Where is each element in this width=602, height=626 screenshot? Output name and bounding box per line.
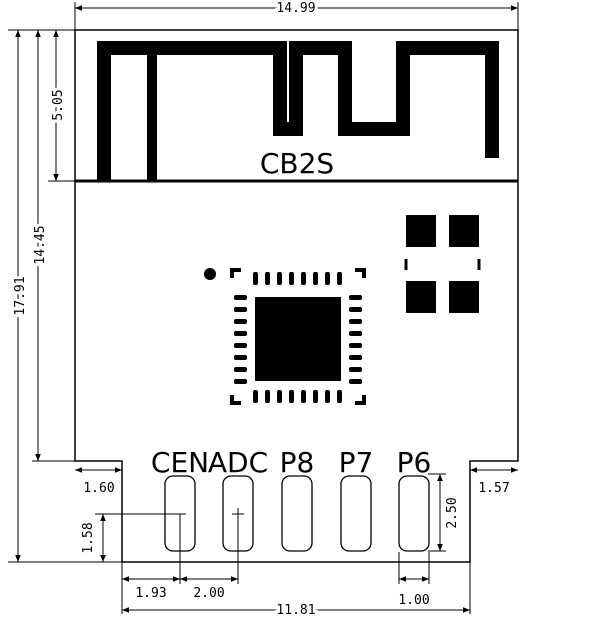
dim-pad-width: 1.00: [398, 593, 429, 608]
chip-pin: [234, 319, 247, 324]
dim-right-notch: 1.57: [478, 481, 509, 496]
chip-pin: [349, 355, 362, 360]
dim-first-pad-x: 1.93: [135, 586, 166, 601]
chip-pin: [301, 390, 306, 403]
pad-p8: [281, 475, 313, 552]
chip-pin: [234, 379, 247, 384]
pin-label-cen: CEN: [151, 446, 209, 479]
chip-pin: [234, 307, 247, 312]
chip-pin: [313, 390, 318, 403]
chip-pin: [277, 272, 282, 285]
chip-pin: [265, 272, 270, 285]
pad-p6: [398, 475, 430, 552]
chip-pin: [349, 295, 362, 300]
chip-pin: [349, 367, 362, 372]
qfn-chip: [204, 268, 366, 405]
chip-pin: [234, 343, 247, 348]
dim-overall-width: 14.99: [276, 1, 315, 16]
crystal-pads: [404, 215, 481, 313]
dim-left-notch: 1.60: [83, 481, 114, 496]
module-model: CB2S: [260, 147, 334, 180]
chip-pin: [325, 272, 330, 285]
pin-label-p7: P7: [339, 446, 374, 479]
pin1-marker: [204, 268, 216, 280]
chip-die: [255, 297, 341, 381]
dim-bottom-width: 11.81: [276, 603, 315, 618]
chip-pin: [301, 272, 306, 285]
chip-pin: [349, 331, 362, 336]
dimension-labels: 14.99 17.91 14.45 5.05 1.60 1.57 1.58 2.…: [10, 0, 510, 621]
pad-p7: [340, 475, 372, 552]
antenna-trace: [97, 41, 499, 180]
chip-pin: [349, 379, 362, 384]
chip-pin: [234, 355, 247, 360]
chip-pin: [277, 390, 282, 403]
dimension-lines: [8, 2, 519, 614]
dim-body-height: 14.45: [33, 225, 48, 264]
pin-label-p8: P8: [280, 446, 315, 479]
chip-pin: [253, 272, 258, 285]
chip-pin: [234, 295, 247, 300]
chip-pin: [289, 272, 294, 285]
chip-pin: [234, 331, 247, 336]
chip-pin: [313, 272, 318, 285]
pin-label-adc: ADC: [208, 446, 268, 479]
chip-pin: [337, 272, 342, 285]
dim-antenna-height: 5.05: [51, 89, 66, 120]
dim-pad-offset: 1.58: [81, 522, 96, 553]
dim-pad-length: 2.50: [445, 497, 460, 528]
chip-pin: [349, 307, 362, 312]
dim-pad-pitch: 2.00: [193, 586, 224, 601]
chip-pin: [349, 319, 362, 324]
chip-pin: [349, 343, 362, 348]
chip-pin: [289, 390, 294, 403]
chip-pin: [234, 367, 247, 372]
chip-pin: [337, 390, 342, 403]
chip-pin: [265, 390, 270, 403]
chip-pin: [325, 390, 330, 403]
dim-overall-height: 17.91: [13, 276, 28, 315]
pad-adc: [222, 475, 254, 552]
pin-label-p6: P6: [397, 446, 432, 479]
chip-pin: [253, 390, 258, 403]
pad-cen: [164, 475, 196, 552]
